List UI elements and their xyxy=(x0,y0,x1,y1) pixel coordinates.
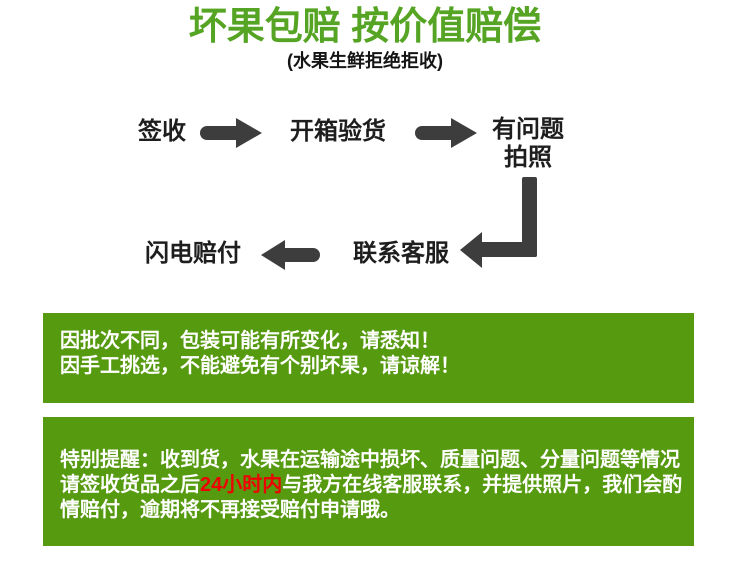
arrow-left-icon xyxy=(261,240,320,270)
reminder-box: 特别提醒：收到货，水果在运输途中损坏、质量问题、分量问题等情况 请签收货品之后2… xyxy=(43,417,694,546)
reminder-line-2-before: 请签收货品之后 xyxy=(60,474,200,496)
arrow-right-icon xyxy=(200,118,262,148)
notice-line-2: 因手工挑选，不能避免有个别坏果，请谅解！ xyxy=(60,355,460,377)
flow-step-photo-line1: 有问题 xyxy=(492,116,564,143)
notice-line-1: 因批次不同，包装可能有所变化，请悉知！ xyxy=(60,330,440,352)
flow-step-contact: 联系客服 xyxy=(353,240,449,267)
reminder-24h-highlight: 24小时内 xyxy=(200,474,283,496)
reminder-line-1: 特别提醒：收到货，水果在运输途中损坏、质量问题、分量问题等情况 xyxy=(60,449,680,471)
flow-step-photo: 有问题 拍照 xyxy=(478,116,578,172)
reminder-line-3: 情赔付，逾期将不再接受赔付申请哦。 xyxy=(60,499,400,521)
flow-step-sign: 签收 xyxy=(138,118,186,145)
reminder-line-2: 请签收货品之后24小时内与我方在线客服联系，并提供照片，我们会酌 xyxy=(60,473,683,498)
page-title: 坏果包赔 按价值赔偿 xyxy=(188,6,542,48)
flow-step-photo-line2: 拍照 xyxy=(504,144,552,171)
notice-box: 因批次不同，包装可能有所变化，请悉知！ 因手工挑选，不能避免有个别坏果，请谅解！ xyxy=(43,313,694,403)
page-subtitle: (水果生鲜拒绝拒收) xyxy=(287,51,443,71)
corner-down-left-arrow-icon xyxy=(460,177,537,268)
reminder-line-2-after: 与我方在线客服联系，并提供照片，我们会酌 xyxy=(282,474,683,496)
flow-step-compensate: 闪电赔付 xyxy=(145,240,241,267)
arrow-right-icon xyxy=(415,118,477,148)
flow-step-inspect: 开箱验货 xyxy=(290,118,386,145)
